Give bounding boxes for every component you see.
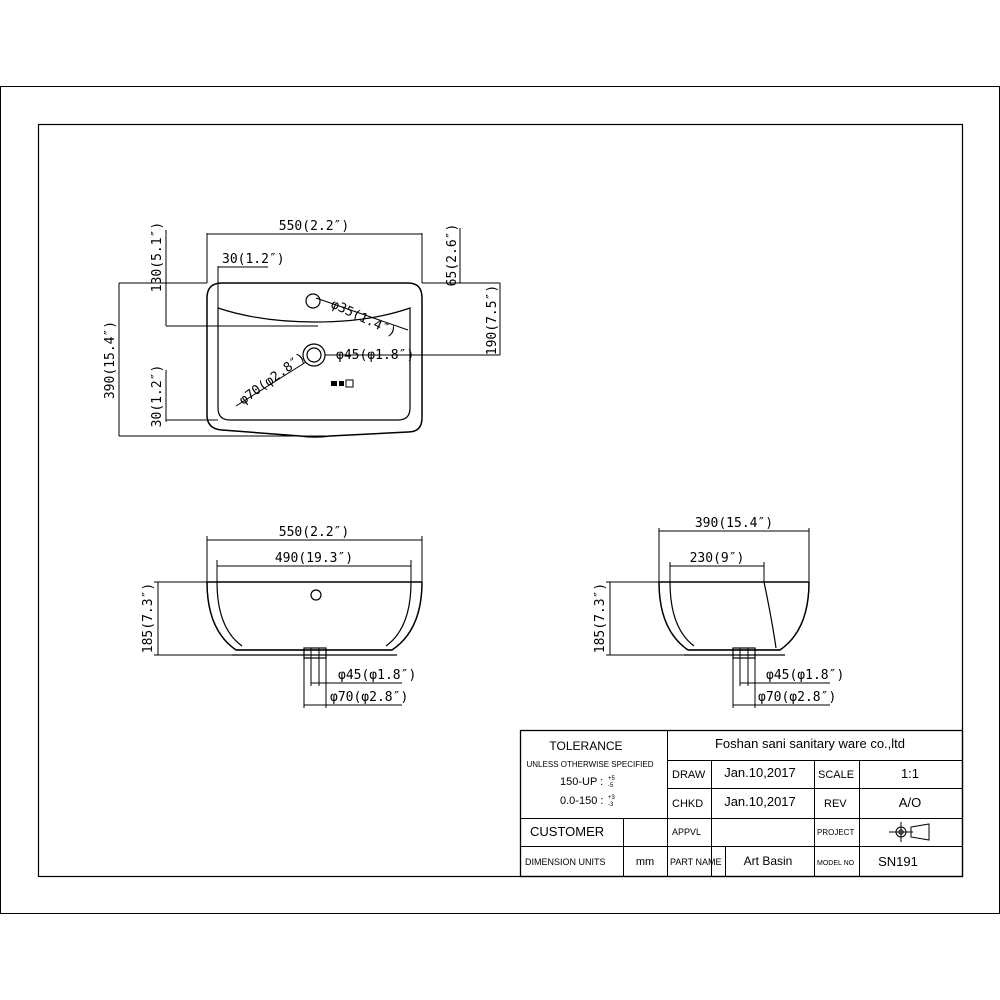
title-block [519, 729, 964, 878]
svg-text:-5: -5 [608, 783, 614, 789]
inner-frame [37, 123, 964, 878]
side-inner-width-label: 230(9″) [690, 551, 745, 566]
part-name-label: PART NAME [670, 857, 722, 867]
top-view [118, 228, 501, 438]
top-view-labels: 550(2.2″) 30(1.2″) 130(5.1″) 65(2.6″) φ3… [103, 219, 500, 427]
top-height-190-label: 190(7.5″) [485, 285, 500, 355]
front-drain-inner-label: φ45(φ1.8″) [338, 668, 416, 683]
dimension-units-label: DIMENSION UNITS [525, 857, 606, 867]
outer-ring-label: φ70(φ2.8″) [237, 350, 309, 408]
front-drain-stub [303, 647, 327, 659]
top-basin-outline [206, 282, 423, 438]
tolerance-line-2: 0.0-150 : [560, 795, 603, 807]
drain-inner-circle [306, 347, 322, 363]
appvl-label: APPVL [672, 827, 701, 837]
front-view-labels: 550(2.2″) 490(19.3″) 185(7.3″) φ45(φ1.8″… [141, 525, 416, 705]
outer-frame [0, 86, 1000, 914]
side-drain-stub [732, 647, 756, 659]
front-inner-width-label: 490(19.3″) [275, 551, 353, 566]
scale-value: 1:1 [901, 766, 919, 781]
rev-label: REV [824, 798, 847, 810]
draw-label: DRAW [672, 769, 706, 781]
scale-label: SCALE [818, 769, 854, 781]
side-drain-inner-label: φ45(φ1.8″) [766, 668, 844, 683]
part-name-value: Art Basin [744, 854, 793, 868]
side-height-label: 185(7.3″) [593, 583, 608, 653]
top-offset-130-label: 130(5.1″) [150, 222, 165, 292]
model-no-label: MODEL NO [817, 860, 855, 867]
faucet-hole [305, 293, 321, 309]
front-drain-outer-label: φ70(φ2.8″) [330, 690, 408, 705]
front-overflow-hole [310, 589, 322, 601]
svg-text:-3: -3 [608, 802, 614, 808]
projection-symbol [889, 822, 930, 842]
model-no-value: SN191 [878, 854, 918, 869]
draw-date: Jan.10,2017 [724, 765, 796, 780]
customer-label: CUSTOMER [530, 824, 604, 839]
unless-specified: UNLESS OTHERWISE SPECIFIED [527, 760, 654, 769]
company-name: Foshan sani sanitary ware co.,ltd [715, 736, 905, 751]
drain-label: φ45(φ1.8″) [336, 348, 414, 363]
logo-mark [331, 381, 337, 386]
svg-text:+5: +5 [608, 776, 616, 782]
top-height-390-label: 390(15.4″) [103, 321, 118, 399]
top-width-label: 550(2.2″) [279, 219, 349, 234]
dimension-units-value: mm [636, 856, 654, 868]
side-view-labels: 390(15.4″) 230(9″) 185(7.3″) φ45(φ1.8″) … [593, 516, 844, 705]
project-label: PROJECT [817, 828, 854, 837]
chkd-label: CHKD [672, 798, 703, 810]
side-body-outline [658, 581, 810, 651]
top-offset-bottom-label: 30(1.2″) [150, 365, 165, 428]
chkd-date: Jan.10,2017 [724, 794, 796, 809]
tolerance-line-1: 150-UP : [560, 776, 603, 788]
faucet-hole-label: φ35(1.4″) [328, 297, 398, 340]
side-outer-width-label: 390(15.4″) [695, 516, 773, 531]
front-view [154, 536, 423, 708]
top-bowl-outline [217, 307, 411, 421]
title-block-text: TOLERANCE UNLESS OTHERWISE SPECIFIED 150… [525, 736, 921, 869]
top-offset-left-label: 30(1.2″) [222, 252, 285, 267]
front-height-label: 185(7.3″) [141, 583, 156, 653]
svg-text:+3: +3 [608, 795, 616, 801]
side-view [606, 528, 830, 708]
rev-value: A/O [899, 795, 921, 810]
front-outer-width-label: 550(2.2″) [279, 525, 349, 540]
top-offset-65-label: 65(2.6″) [445, 224, 460, 287]
front-body-outline [206, 581, 423, 651]
side-drain-outer-label: φ70(φ2.8″) [758, 690, 836, 705]
tolerance-heading: TOLERANCE [549, 739, 622, 753]
